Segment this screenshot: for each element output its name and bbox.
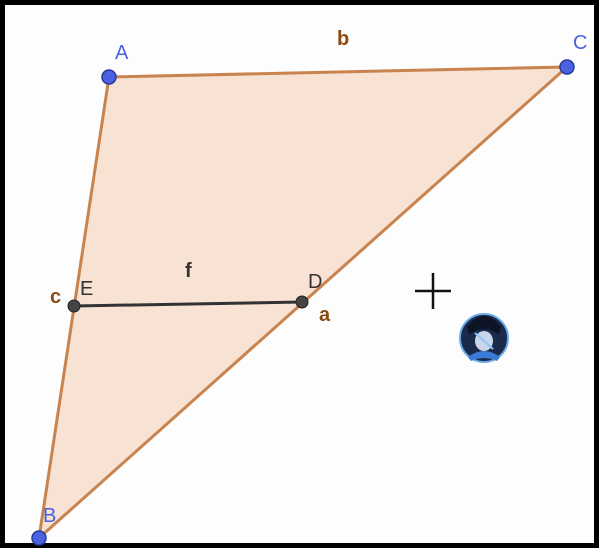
label-point-b: B	[43, 505, 56, 527]
crosshair-icon	[415, 273, 451, 309]
point-c[interactable]	[559, 59, 575, 75]
segment-f[interactable]	[73, 300, 303, 308]
label-point-e: E	[80, 278, 93, 300]
label-segment-c: c	[50, 286, 61, 308]
point-e[interactable]	[67, 299, 81, 313]
label-point-c: C	[573, 32, 587, 54]
label-segment-b: b	[337, 28, 349, 50]
label-segment-f: f	[185, 260, 192, 282]
point-d[interactable]	[295, 295, 309, 309]
avatar-icon	[459, 313, 509, 363]
point-a[interactable]	[101, 69, 117, 85]
label-point-a: A	[115, 42, 129, 64]
label-point-d: D	[308, 271, 322, 293]
geometry-drawing[interactable]: A C B E D b f c a	[5, 5, 599, 553]
label-segment-a: a	[319, 304, 331, 326]
point-b[interactable]	[31, 530, 47, 546]
